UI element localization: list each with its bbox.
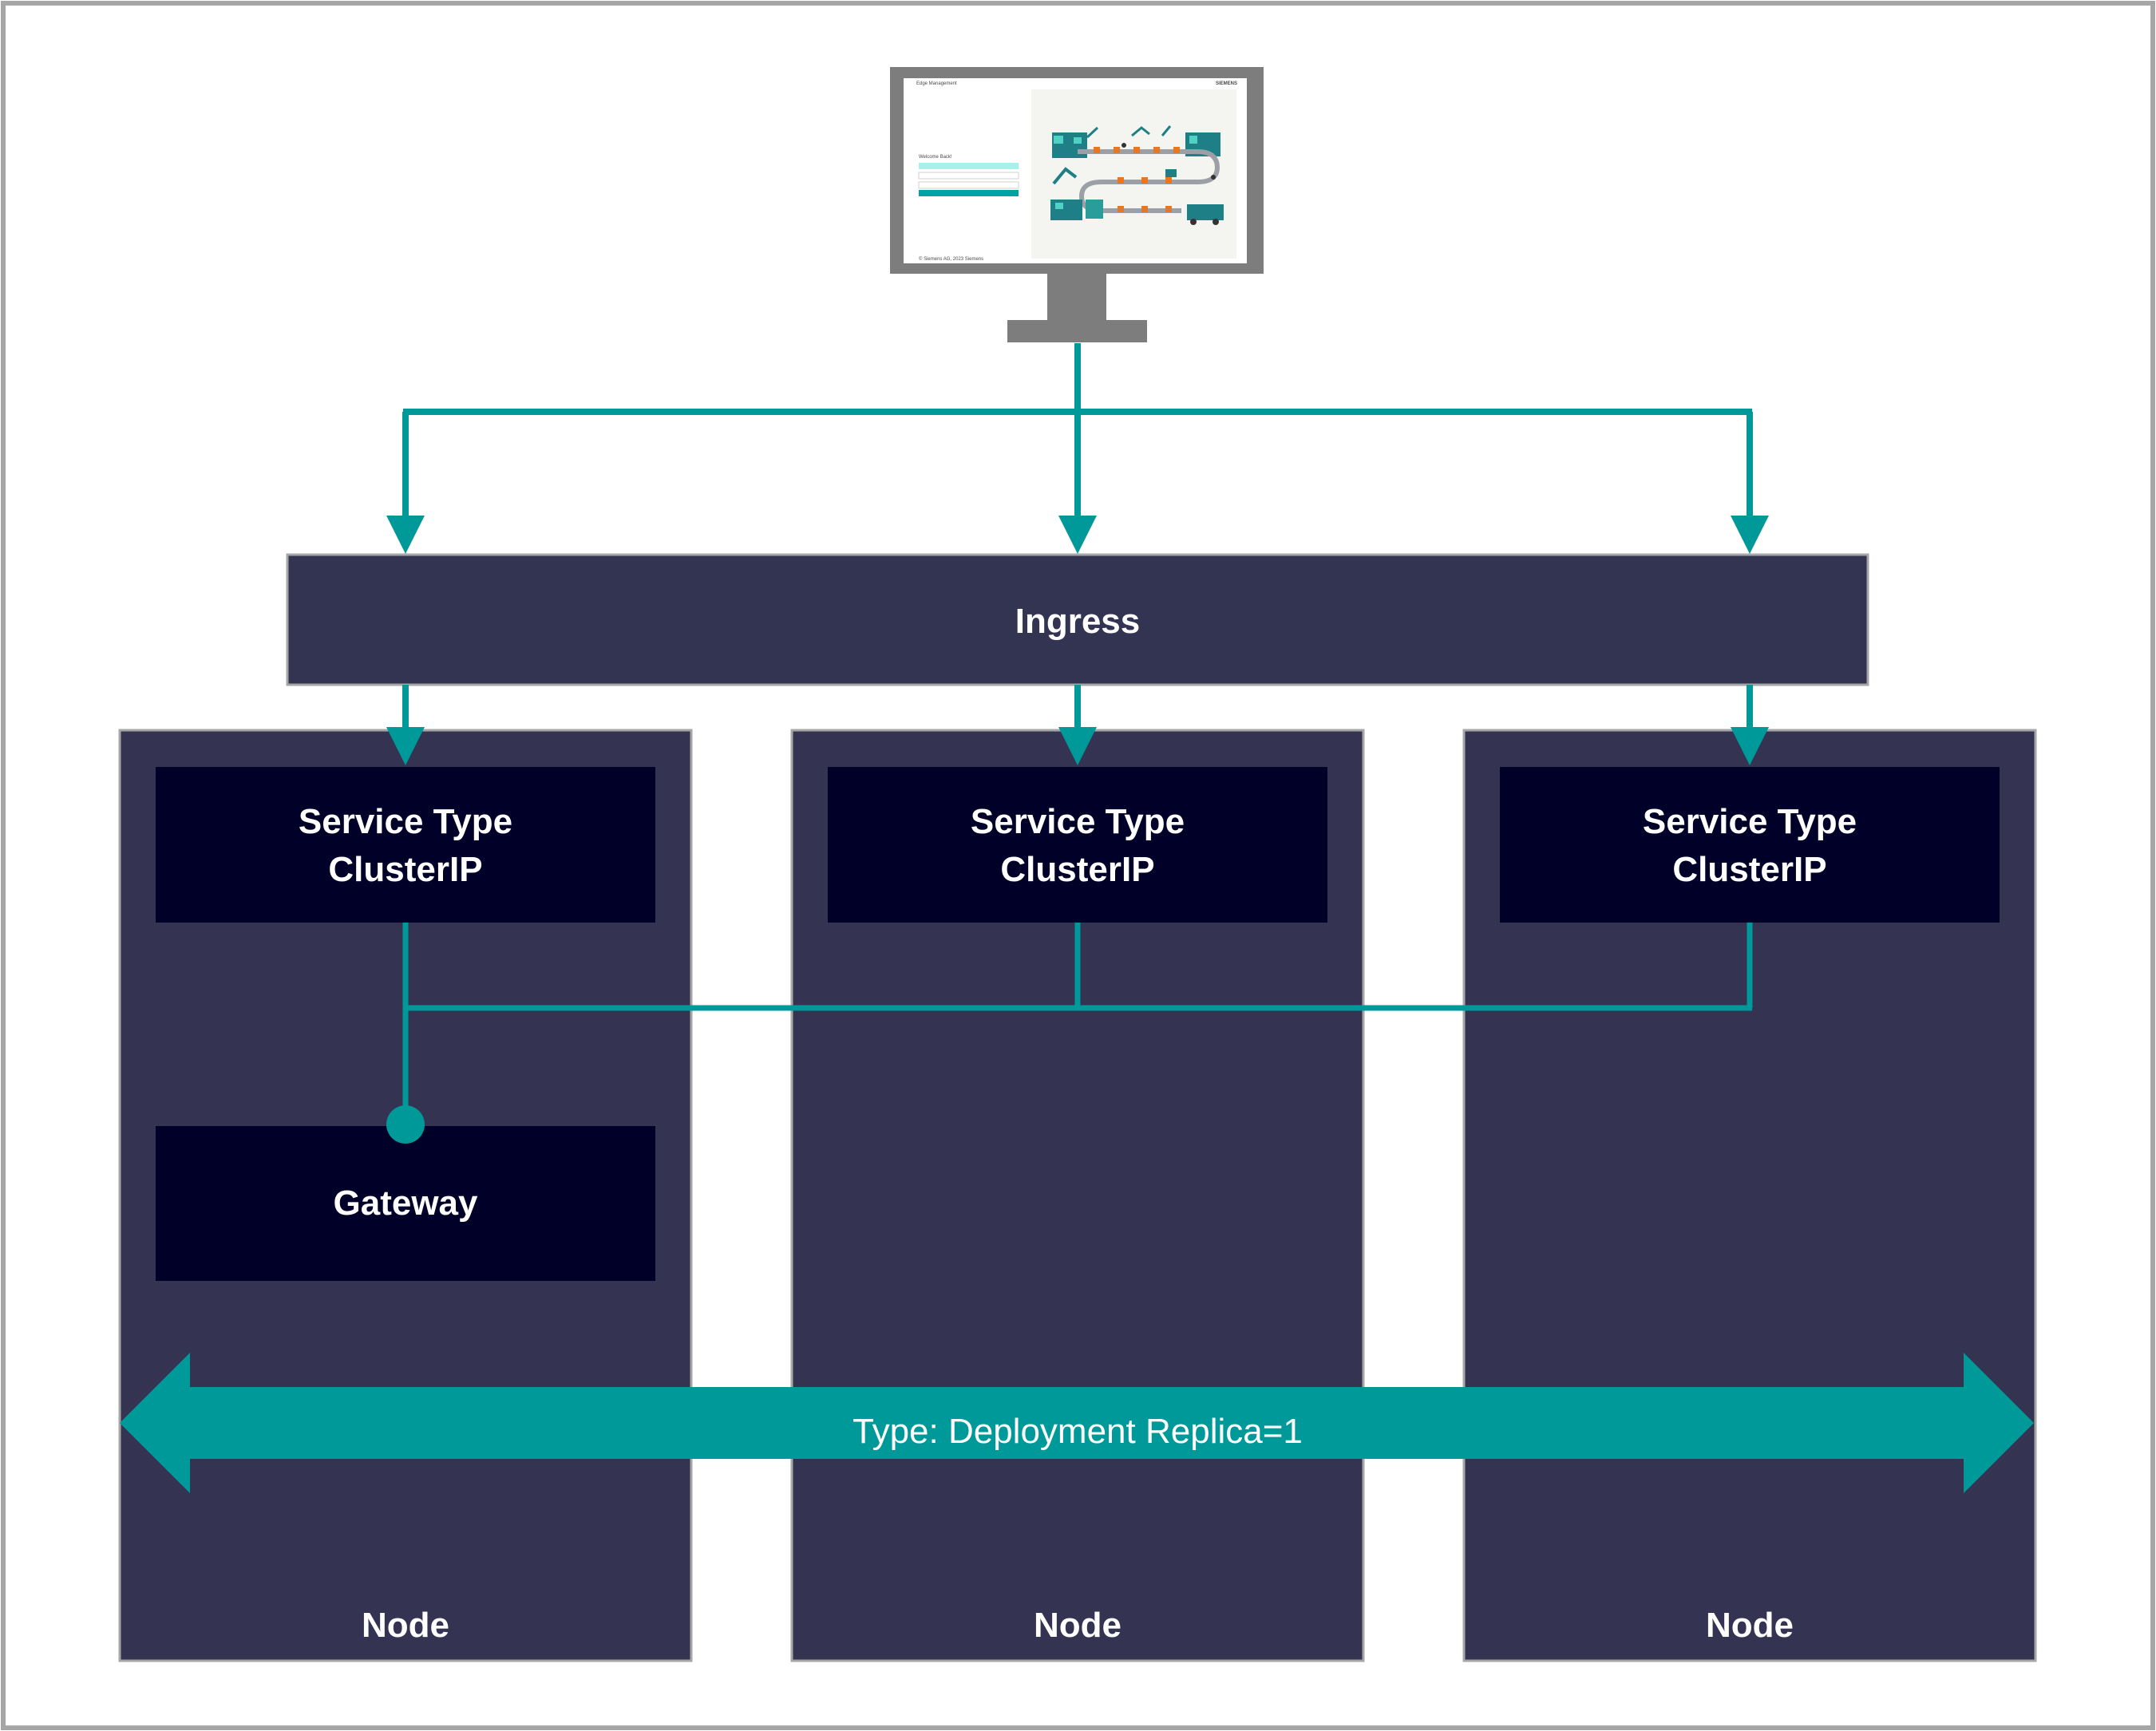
deployment-double-arrow: Type: Deployment Replica=1 (120, 1353, 2034, 1493)
service-label-line2: ClusterIP (1672, 850, 1826, 889)
service-clusterip-3: Service Type ClusterIP (1500, 767, 2000, 923)
node-label: Node (1034, 1606, 1122, 1645)
monitor-to-ingress-connectors (386, 343, 1769, 554)
arrow-down-icon (386, 727, 425, 765)
service-to-gateway-connectors (402, 923, 1753, 1117)
screen-password-field[interactable] (918, 172, 1019, 180)
arrow-down-icon (1731, 727, 1769, 765)
screen-extra-field[interactable] (918, 181, 1019, 189)
ingress-box: Ingress (286, 553, 1869, 686)
arrow-down-icon (1058, 727, 1097, 765)
screen-illustration-panel (1031, 89, 1236, 259)
screen-footer: © Siemens AG, 2023 Siemens (919, 256, 983, 262)
screen-login-button[interactable] (919, 190, 1019, 196)
monitor-neck (1047, 274, 1106, 322)
gateway-label: Gateway (334, 1184, 479, 1223)
node-label: Node (362, 1606, 449, 1645)
arrow-down-icon (1731, 516, 1769, 554)
screen-username-field[interactable] (919, 163, 1019, 169)
node-label: Node (1706, 1606, 1794, 1645)
deployment-label: Type: Deployment Replica=1 (853, 1412, 1303, 1451)
gateway-connector-dot (386, 1105, 425, 1144)
service-label-line2: ClusterIP (1000, 850, 1154, 889)
monitor-icon: Edge Management SIEMENS Welcome Back! © … (890, 67, 1264, 342)
arrow-down-icon (1058, 516, 1097, 554)
service-clusterip-1: Service Type ClusterIP (156, 767, 655, 923)
factory-illustration (1050, 125, 1224, 225)
monitor-base (1007, 320, 1147, 342)
service-label-line1: Service Type (1643, 802, 1857, 841)
service-clusterip-2: Service Type ClusterIP (828, 767, 1327, 923)
arrow-down-icon (386, 516, 425, 554)
ingress-label: Ingress (1015, 602, 1141, 641)
screen-app-title: Edge Management (916, 81, 957, 86)
service-label-line1: Service Type (971, 802, 1185, 841)
gateway-box: Gateway (156, 1126, 655, 1281)
screen-brand: SIEMENS (1216, 81, 1237, 86)
service-label-line1: Service Type (299, 802, 512, 841)
service-label-line2: ClusterIP (328, 850, 482, 889)
ingress-to-service-connectors (386, 685, 1769, 765)
screen-welcome: Welcome Back! (919, 155, 952, 160)
